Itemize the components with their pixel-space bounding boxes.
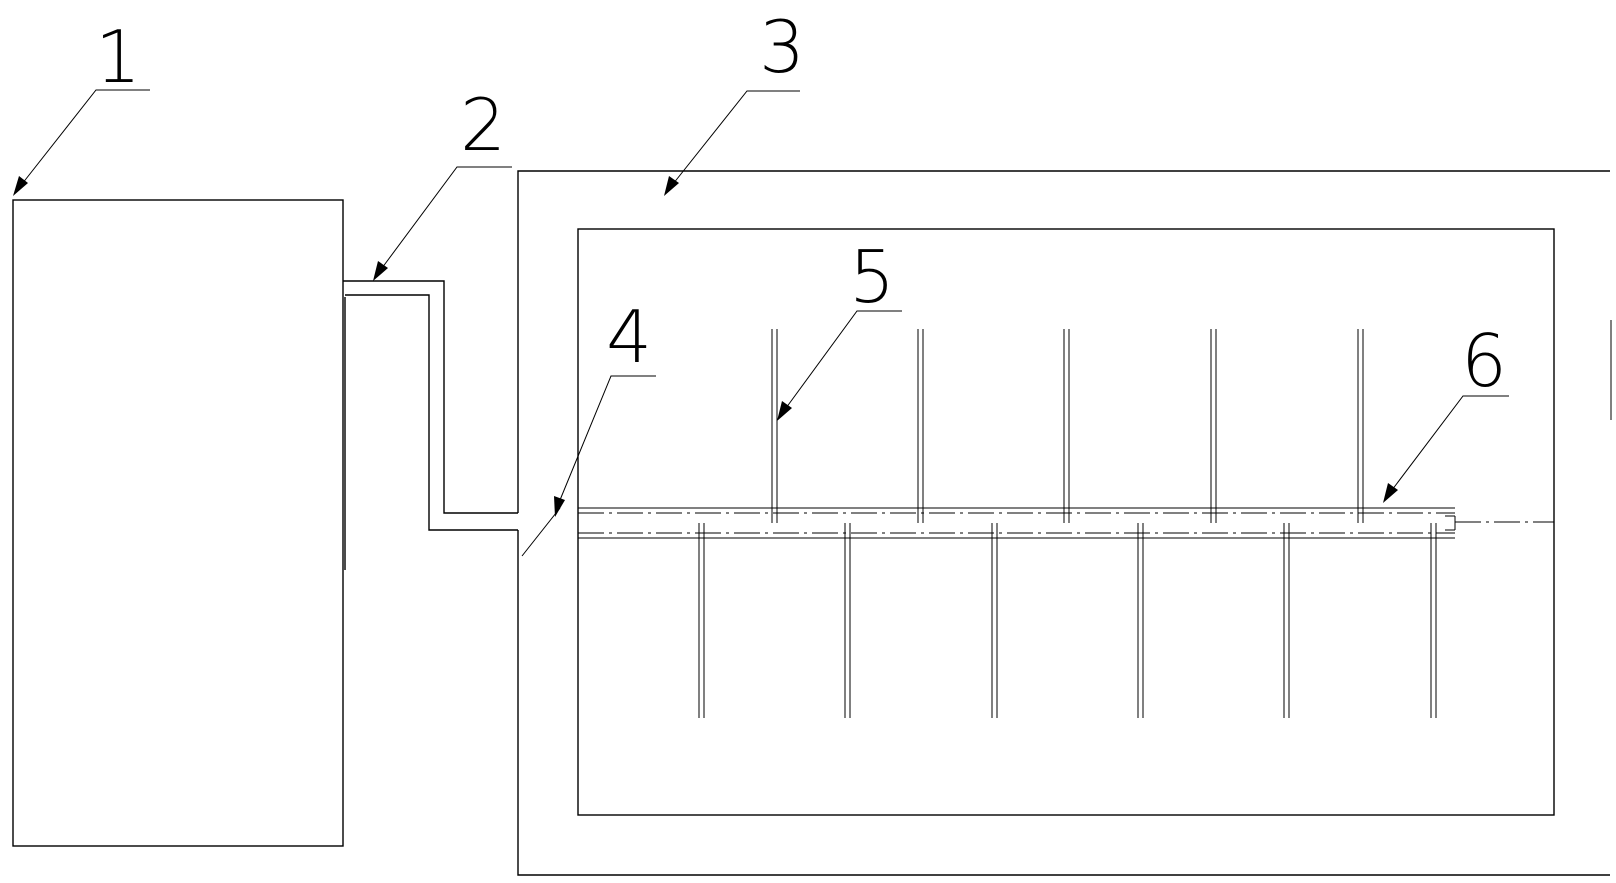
pipe-inner-wall [345, 294, 518, 531]
nozzle-needle [698, 523, 705, 718]
callout-5: 5 [849, 235, 895, 319]
lower-needles [698, 523, 1437, 718]
callout-3: 3 [759, 5, 805, 89]
leader-6 [1383, 395, 1509, 503]
leader-5 [777, 310, 902, 421]
pipe-outer-wall [343, 280, 518, 514]
callout-4: 4 [606, 295, 652, 379]
callout-6: 6 [1461, 319, 1507, 403]
tank-body [12, 199, 344, 847]
nozzle-needle [1430, 523, 1437, 718]
upper-needles [771, 329, 1364, 523]
nozzle-needle [1137, 523, 1144, 718]
distribution-manifold [578, 507, 1554, 539]
leader-2 [373, 166, 512, 281]
nozzle-needle [991, 523, 998, 718]
nozzle-needle [1210, 329, 1217, 523]
nozzle-needle [1283, 523, 1290, 718]
housing-outer-wall-lower [517, 530, 1610, 876]
leader-3 [664, 90, 800, 196]
housing-outer-wall [517, 170, 1610, 513]
leader-1 [13, 89, 150, 196]
leader-4 [521, 375, 656, 557]
nozzle-needle [844, 523, 851, 718]
nozzle-needle [1357, 329, 1364, 523]
callout-2: 2 [460, 83, 506, 167]
nozzle-needle [917, 329, 924, 523]
nozzle-needle [1063, 329, 1070, 523]
nozzle-needle [771, 329, 778, 523]
callout-1: 1 [95, 15, 141, 99]
inner-chamber [577, 228, 1555, 816]
